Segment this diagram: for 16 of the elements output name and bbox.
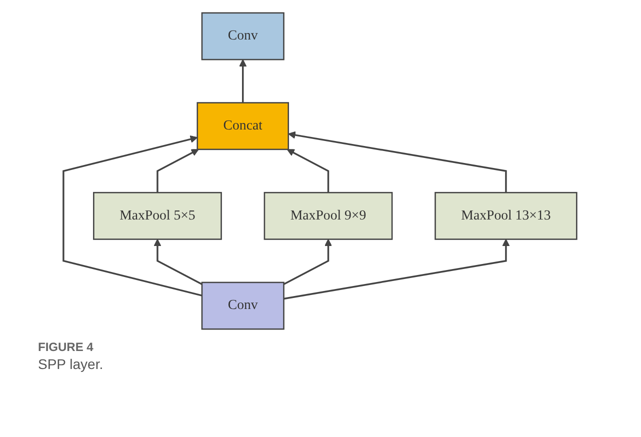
arrow xyxy=(154,238,203,286)
node-box: MaxPool 13×13 xyxy=(435,192,578,240)
arrow xyxy=(287,149,330,193)
node-box: Concat xyxy=(197,102,290,150)
node-box: Conv xyxy=(202,282,285,330)
arrow xyxy=(284,238,510,300)
arrow xyxy=(240,59,248,103)
arrow xyxy=(284,238,332,286)
node-box: Conv xyxy=(202,12,285,60)
node-box: MaxPool 9×9 xyxy=(264,192,394,240)
caption: SPP layer. xyxy=(38,356,104,372)
arrow xyxy=(63,135,203,296)
figure-number: FIGURE 4 xyxy=(38,340,94,354)
arrow xyxy=(157,149,200,193)
arrow xyxy=(288,131,508,193)
node-box: MaxPool 5×5 xyxy=(93,192,222,240)
